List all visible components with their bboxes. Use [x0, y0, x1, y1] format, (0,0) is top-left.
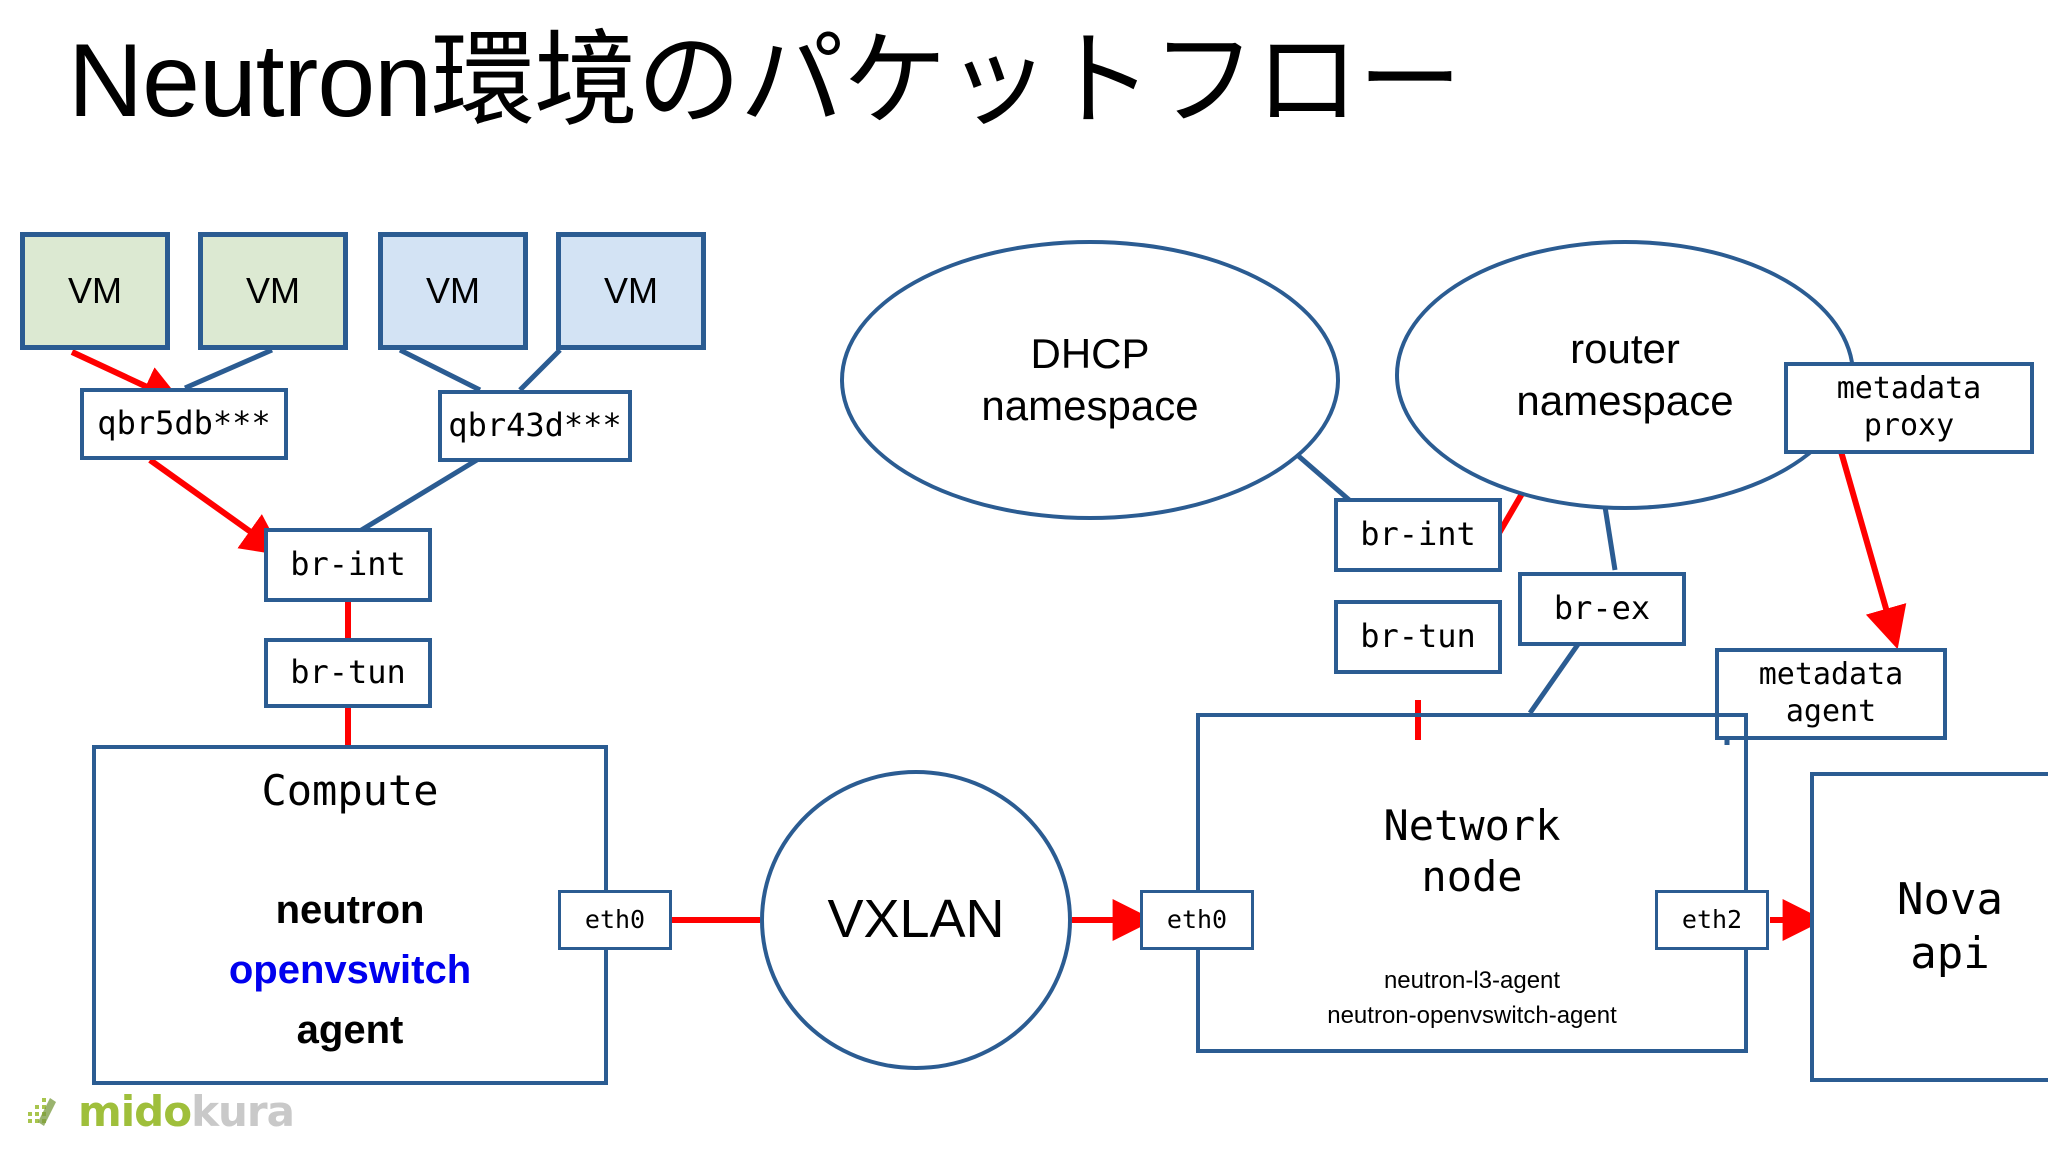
nova-api-box[interactable]: Nova api: [1810, 772, 2048, 1082]
network-host-box[interactable]: [1196, 713, 1748, 1053]
vm-label: VM: [68, 270, 122, 311]
midokura-logo-mark: [28, 1098, 56, 1126]
vm-box-2[interactable]: VM: [198, 232, 348, 350]
nic-label: eth2: [1681, 904, 1743, 934]
vm-label: VM: [604, 270, 658, 311]
bridge-box-br-tun-compute[interactable]: br-tun: [264, 638, 432, 708]
bridge-box-br-ex[interactable]: br-ex: [1518, 572, 1686, 646]
bridge-box-br-int-compute[interactable]: br-int: [264, 528, 432, 602]
bridge-box-br-tun-network[interactable]: br-tun: [1334, 600, 1502, 674]
compute-service-neutron: neutron: [275, 888, 425, 932]
logo-text-mido: mido: [78, 1087, 192, 1136]
metadata-agent-box[interactable]: metadata agent: [1715, 648, 1947, 740]
midokura-wordmark: midokura: [78, 1091, 295, 1133]
nic-label: eth0: [584, 904, 646, 934]
bridge-label: br-ex: [1553, 589, 1651, 628]
logo-text-kura: kura: [191, 1087, 295, 1136]
compute-service-openvswitch: openvswitch: [228, 948, 472, 992]
bridge-box-qbr43d[interactable]: qbr43d***: [438, 390, 632, 462]
vm-box-4[interactable]: VM: [556, 232, 706, 350]
network-nic-eth2[interactable]: eth2: [1655, 890, 1769, 950]
midokura-logo: midokura: [26, 1086, 295, 1138]
bridge-box-br-int-network[interactable]: br-int: [1334, 498, 1502, 572]
vm-box-3[interactable]: VM: [378, 232, 528, 350]
vxlan-cloud[interactable]: VXLAN: [760, 770, 1072, 1070]
vm-label: VM: [246, 270, 300, 311]
vm-label: VM: [426, 270, 480, 311]
bridge-box-qbr5db[interactable]: qbr5db***: [80, 388, 288, 460]
router-namespace-ellipse[interactable]: router namespace: [1395, 240, 1855, 510]
compute-service-agent: agent: [296, 1008, 404, 1052]
bridge-label: br-tun: [290, 653, 406, 692]
network-host-title: Network node: [1383, 801, 1561, 902]
vm-box-1[interactable]: VM: [20, 232, 170, 350]
network-agent-l3: neutron-l3-agent: [1383, 967, 1561, 994]
metadata-agent-label: metadata agent: [1758, 657, 1904, 729]
vxlan-label: VXLAN: [827, 889, 1005, 950]
page-title: Neutron環境のパケットフロー: [68, 23, 1462, 139]
bridge-label: qbr5db***: [97, 404, 271, 443]
bridge-label: qbr43d***: [448, 406, 622, 445]
dhcp-namespace-ellipse[interactable]: DHCP namespace: [840, 240, 1340, 520]
compute-host-title: Compute: [261, 766, 439, 815]
nova-api-label: Nova api: [1897, 874, 2003, 979]
compute-nic-eth0[interactable]: eth0: [558, 890, 672, 950]
network-agent-ovs: neutron-openvswitch-agent: [1327, 1002, 1617, 1029]
bridge-label: br-tun: [1360, 617, 1476, 656]
nic-label: eth0: [1166, 904, 1228, 934]
network-nic-eth0[interactable]: eth0: [1140, 890, 1254, 950]
dhcp-namespace-label: DHCP namespace: [981, 329, 1199, 430]
bridge-label: br-int: [1360, 515, 1476, 554]
metadata-proxy-box[interactable]: metadata proxy: [1784, 362, 2034, 454]
router-namespace-label: router namespace: [1516, 324, 1734, 425]
metadata-proxy-label: metadata proxy: [1836, 371, 1982, 443]
bridge-label: br-int: [290, 545, 406, 584]
